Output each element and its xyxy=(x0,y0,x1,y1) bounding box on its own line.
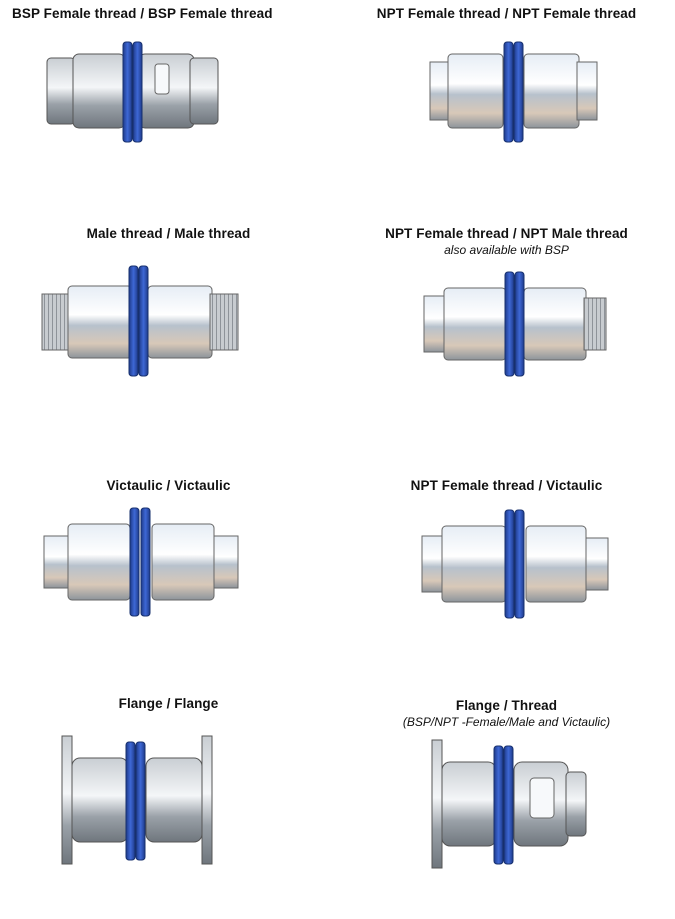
product-cell-victaulic: Victaulic / Victaulic xyxy=(0,478,337,699)
product-cell-bsp-female: BSP Female thread / BSP Female thread xyxy=(0,6,337,227)
product-cell-npt-female: NPT Female thread / NPT Female thread xyxy=(338,6,675,227)
product-subtitle: (BSP/NPT -Female/Male and Victaulic) xyxy=(402,715,611,729)
product-title: BSP Female thread / BSP Female thread xyxy=(12,6,273,21)
product-title: Victaulic / Victaulic xyxy=(106,478,231,493)
product-cell-npt-vic: NPT Female thread / Victaulic xyxy=(338,478,675,699)
product-subtitle: also available with BSP xyxy=(444,243,569,257)
coupling-illustration xyxy=(56,732,216,872)
coupling-illustration xyxy=(420,506,610,622)
product-title: Male thread / Male thread xyxy=(86,226,251,241)
coupling-illustration xyxy=(426,36,601,146)
coupling-illustration xyxy=(40,260,240,380)
coupling-illustration xyxy=(420,268,610,380)
product-title: Flange / Thread xyxy=(455,698,558,713)
product-cell-flange: Flange / Flange xyxy=(0,696,337,917)
coupling-illustration xyxy=(45,36,220,146)
coupling-illustration xyxy=(42,504,242,620)
product-cell-male-male: Male thread / Male thread xyxy=(0,226,337,447)
product-title: Flange / Flange xyxy=(118,696,219,711)
product-cell-npt-f-m: NPT Female thread / NPT Male thread also… xyxy=(338,226,675,447)
product-title: NPT Female thread / NPT Male thread xyxy=(385,226,628,241)
product-cell-flange-thread: Flange / Thread (BSP/NPT -Female/Male an… xyxy=(338,698,675,919)
product-title: NPT Female thread / Victaulic xyxy=(410,478,603,493)
coupling-illustration xyxy=(430,738,590,872)
product-title: NPT Female thread / NPT Female thread xyxy=(376,6,637,21)
